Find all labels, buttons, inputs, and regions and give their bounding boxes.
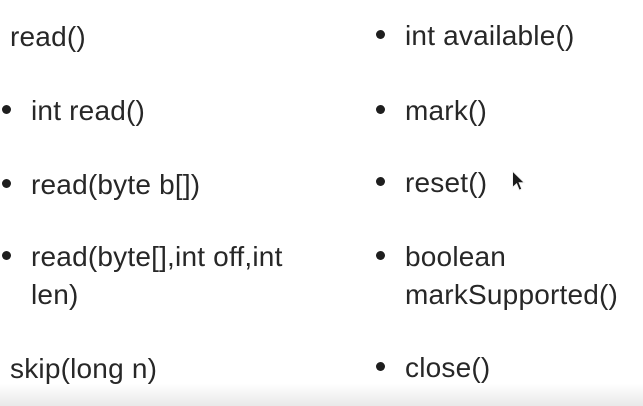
bullet-icon [376,30,385,39]
method-label: read() [10,21,86,52]
bullet-icon [376,177,385,186]
bullet-icon [2,105,11,114]
method-item-int-read: int read() [2,92,145,130]
method-item-skip: skip(long n) [10,350,157,388]
method-label: read(byte b[]) [31,169,201,200]
method-label-line1: boolean [405,241,507,272]
method-label: close() [405,352,491,383]
method-label: mark() [405,95,488,126]
bullet-icon [2,251,11,260]
method-label-line2: markSupported() [405,279,619,310]
method-label-line1: read(byte[],int off,int [31,241,283,272]
method-label: int read() [31,95,146,126]
bullet-icon [376,105,385,114]
method-item-read: read() [10,18,86,56]
bottom-fade-strip [0,384,643,406]
bullet-icon [2,179,11,188]
method-item-read-byte-array: read(byte b[]) [2,166,200,204]
method-item-mark: mark() [376,92,487,130]
bullet-icon [376,362,385,371]
method-label: skip(long n) [10,353,158,384]
method-label: int available() [405,20,575,51]
mouse-cursor-icon [512,170,526,191]
bullet-icon [376,251,385,260]
method-item-marksupported: boolean markSupported() [376,238,618,314]
method-item-available: int available() [376,17,575,55]
method-item-reset: reset() [376,164,487,202]
method-label-line2: len) [31,279,79,310]
method-item-read-byte-off-len: read(byte[],int off,int len) [2,238,283,314]
method-label: reset() [405,167,488,198]
method-item-close: close() [376,349,490,387]
